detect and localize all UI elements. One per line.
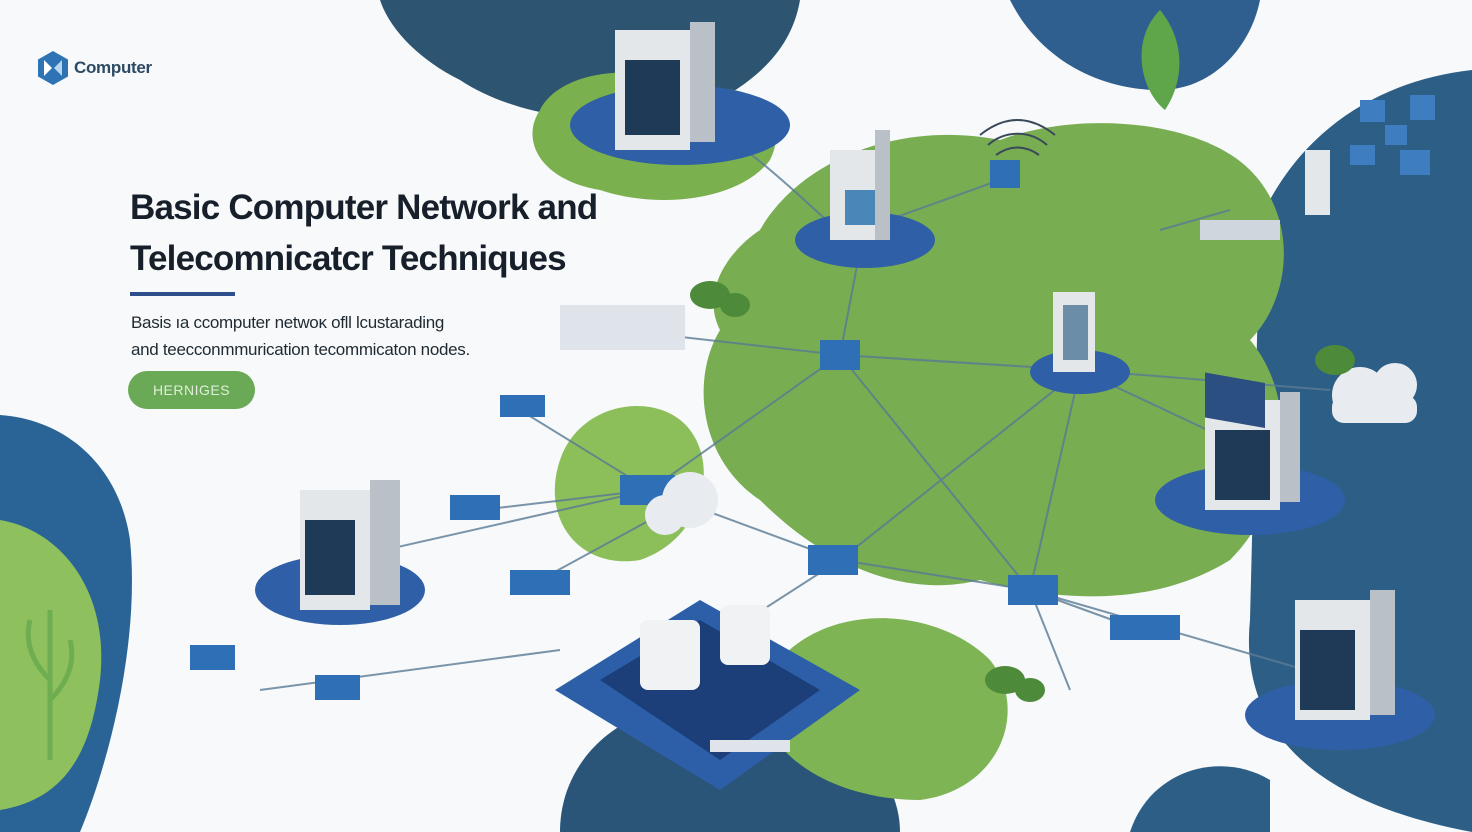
server-top <box>570 22 790 165</box>
bottom-right-blue-blob <box>1130 766 1270 832</box>
brand-name: Computer <box>74 58 152 77</box>
server-center-top <box>795 130 935 268</box>
brand-logo[interactable]: Computer <box>36 50 152 86</box>
cube-icons <box>1350 95 1435 175</box>
server-bottom-right <box>1245 590 1435 750</box>
description-line-1: Basis ıa ccomputer netwoĸ ofll lcustarad… <box>131 313 445 332</box>
laptop-icon <box>1200 150 1330 429</box>
cta-button[interactable]: HERNIGES <box>128 371 255 409</box>
hexagon-logo-icon <box>38 51 68 85</box>
server-center-right <box>1030 292 1130 394</box>
title-underline <box>130 292 235 296</box>
hero-description: Basis ıa ccomputer netwoĸ ofll lcustarad… <box>131 309 470 363</box>
bottom-green-blob <box>760 618 1008 800</box>
cloud-icon <box>645 363 1417 535</box>
wifi-icon <box>979 119 1056 156</box>
leaf-icon <box>1141 10 1180 110</box>
network-switches <box>190 160 1180 700</box>
title-line-1: Basic Computer Network and <box>130 188 598 227</box>
server-left <box>255 480 425 625</box>
description-line-2: and teecconmmurication tecommicaton node… <box>131 340 470 359</box>
plant-icon <box>25 610 75 760</box>
top-right-blue-blob <box>1010 0 1260 90</box>
title-line-2: Telecomnicatcr Techniques <box>130 239 567 278</box>
money-stack-icons <box>690 281 1355 702</box>
page-title: Basic Computer Network and Telecomnicatc… <box>130 182 598 284</box>
laptop-platform <box>555 600 860 790</box>
